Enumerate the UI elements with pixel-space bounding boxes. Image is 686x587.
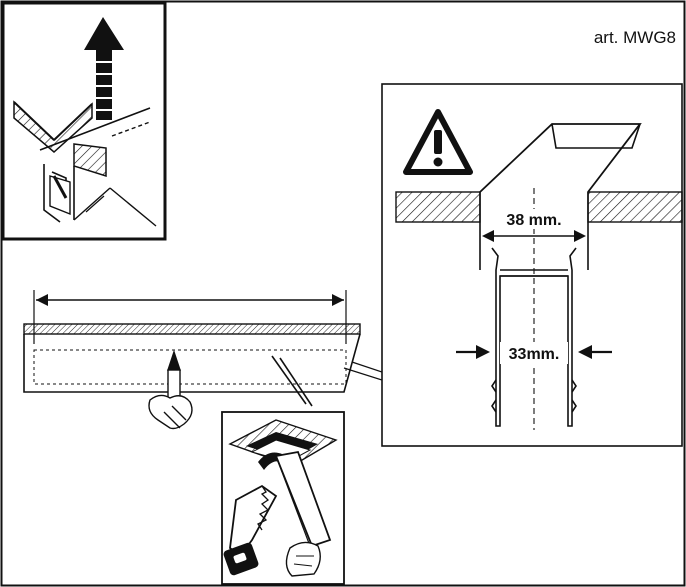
inset-remove-panel	[1, 1, 167, 241]
hand-saw-icon	[223, 484, 278, 576]
warning-triangle-icon	[403, 109, 473, 175]
pencil-icon	[148, 349, 193, 430]
inner-width-label: 33mm.	[509, 346, 560, 363]
up-arrow-icon	[84, 17, 124, 120]
article-code: art. MWG8	[594, 28, 676, 47]
profile-section	[491, 247, 577, 427]
outer-width-label: 38 mm.	[506, 212, 561, 229]
ceiling-slab-right	[587, 191, 683, 223]
cutter-icon	[271, 355, 313, 407]
ceiling-slab-left	[395, 191, 481, 223]
ceiling-section	[23, 290, 383, 393]
profile-detail-box: 38 mm. 33mm.	[381, 83, 683, 447]
